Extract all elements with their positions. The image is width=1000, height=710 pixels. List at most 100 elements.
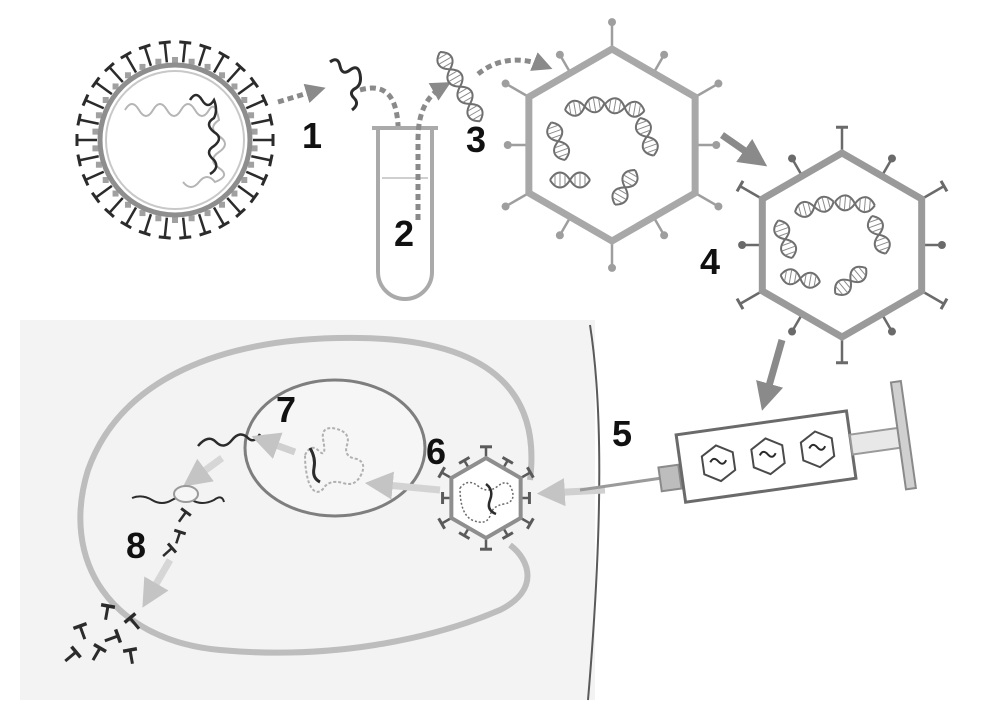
- arrow-nucleus-to-mrna: [251, 432, 297, 459]
- envelope-protein: [139, 63, 146, 70]
- cell-nucleus-icon: [243, 378, 427, 518]
- spike-stem: [108, 197, 124, 214]
- fiber-knob: [714, 202, 723, 211]
- syringe-vector-particles: [700, 430, 836, 483]
- envelope-protein: [95, 112, 102, 119]
- virus-envelope-inner: [105, 70, 245, 210]
- adenovirus-vector-icon: [501, 18, 723, 272]
- spike-stem: [143, 46, 153, 67]
- syringe-hub: [657, 463, 683, 493]
- spike-head: [179, 40, 192, 45]
- entering-vector-capsid: [449, 455, 523, 541]
- envelope-protein: [248, 112, 255, 119]
- spike-stem: [694, 82, 720, 99]
- spike-protein-icon: [72, 621, 88, 640]
- fiber-knob: [887, 154, 896, 163]
- envelope-protein: [102, 97, 109, 103]
- envelope-protein: [251, 145, 258, 152]
- envelope-protein: [219, 201, 226, 208]
- spike-head: [218, 50, 230, 60]
- spike-stem: [197, 213, 207, 234]
- rna-strand-icon: [329, 58, 362, 112]
- spike-head: [501, 531, 514, 540]
- spike-stem: [251, 154, 272, 162]
- spike-stem: [94, 81, 113, 96]
- arrow-vector-to-nucleus: [364, 471, 441, 500]
- fiber-knob: [608, 263, 616, 272]
- spike-stem: [921, 289, 945, 305]
- envelope-protein: [112, 190, 119, 197]
- syringe-particle: [700, 444, 737, 483]
- spike-head: [501, 456, 514, 465]
- envelope-protein: [204, 63, 211, 70]
- envelope-protein: [102, 177, 109, 183]
- spike-head: [249, 76, 260, 89]
- nucleus-dna-icon: [304, 427, 365, 493]
- envelope-protein: [241, 97, 248, 103]
- fiber-knob: [608, 18, 616, 27]
- spike-stem: [124, 206, 138, 226]
- envelope-protein: [241, 177, 248, 183]
- envelope-protein: [112, 83, 119, 90]
- vector-capsid: [525, 44, 699, 246]
- fiber-knob: [714, 79, 723, 88]
- envelope-protein: [172, 217, 178, 223]
- spike-stem: [78, 154, 99, 162]
- envelope-protein: [188, 58, 195, 65]
- spike-head: [76, 113, 82, 126]
- virus-rna-genome-dark: [188, 93, 221, 176]
- fiber-knob: [555, 231, 564, 240]
- spike-head: [199, 43, 212, 51]
- arrow-vector-to-syringe: [756, 339, 786, 411]
- fiber-knob: [555, 50, 564, 59]
- envelope-protein: [139, 210, 146, 217]
- envelope-protein: [155, 58, 162, 65]
- nascent-protein-group: [162, 507, 192, 557]
- spike-stem: [739, 185, 763, 201]
- spike-stem: [694, 191, 720, 208]
- spike-stem: [108, 66, 124, 83]
- envelope-protein: [231, 83, 238, 90]
- test-tube-icon: [372, 126, 438, 301]
- spike-stem: [212, 206, 226, 226]
- assembled-vector-icon: [735, 125, 949, 365]
- spike-stem: [84, 170, 105, 182]
- spike-stem: [143, 213, 153, 234]
- spike-head: [526, 517, 535, 530]
- syringe-plunger-cap: [889, 379, 918, 491]
- arrow-dna-to-vector: [476, 52, 553, 76]
- spike-protein-icon: [100, 603, 116, 621]
- step-label-2: 2: [394, 213, 414, 254]
- spike-head: [268, 113, 274, 126]
- envelope-protein: [204, 210, 211, 217]
- envelope-protein: [251, 128, 258, 135]
- spike-head: [260, 94, 269, 107]
- arrow-tube-to-dna: [415, 82, 451, 220]
- spike-head: [218, 220, 230, 230]
- nascent-protein: [173, 528, 187, 544]
- step-label-3: 3: [466, 119, 486, 160]
- step-label-1: 1: [302, 115, 322, 156]
- spike-head: [268, 154, 274, 167]
- syringe-particle-genome: [709, 457, 728, 465]
- spike-stem: [251, 118, 272, 126]
- spike-stem: [504, 191, 530, 208]
- step-label-8: 8: [126, 525, 146, 566]
- released-spike-proteins: [64, 603, 141, 665]
- spike-stem: [163, 217, 169, 238]
- step-label-4: 4: [700, 241, 720, 282]
- spike-head: [103, 62, 115, 73]
- spike-protein-icon: [122, 647, 138, 665]
- envelope-protein: [219, 72, 226, 79]
- spike-stem: [226, 66, 242, 83]
- spike-head: [260, 173, 269, 186]
- arrow-protein-out: [142, 558, 174, 608]
- spike-stem: [94, 184, 113, 199]
- spike-head: [103, 207, 115, 218]
- spike-stem: [181, 42, 187, 63]
- spike-head: [81, 94, 90, 107]
- spike-protein-icon: [64, 645, 82, 663]
- envelope-protein: [155, 215, 162, 222]
- tissue-boundary-line: [587, 324, 601, 701]
